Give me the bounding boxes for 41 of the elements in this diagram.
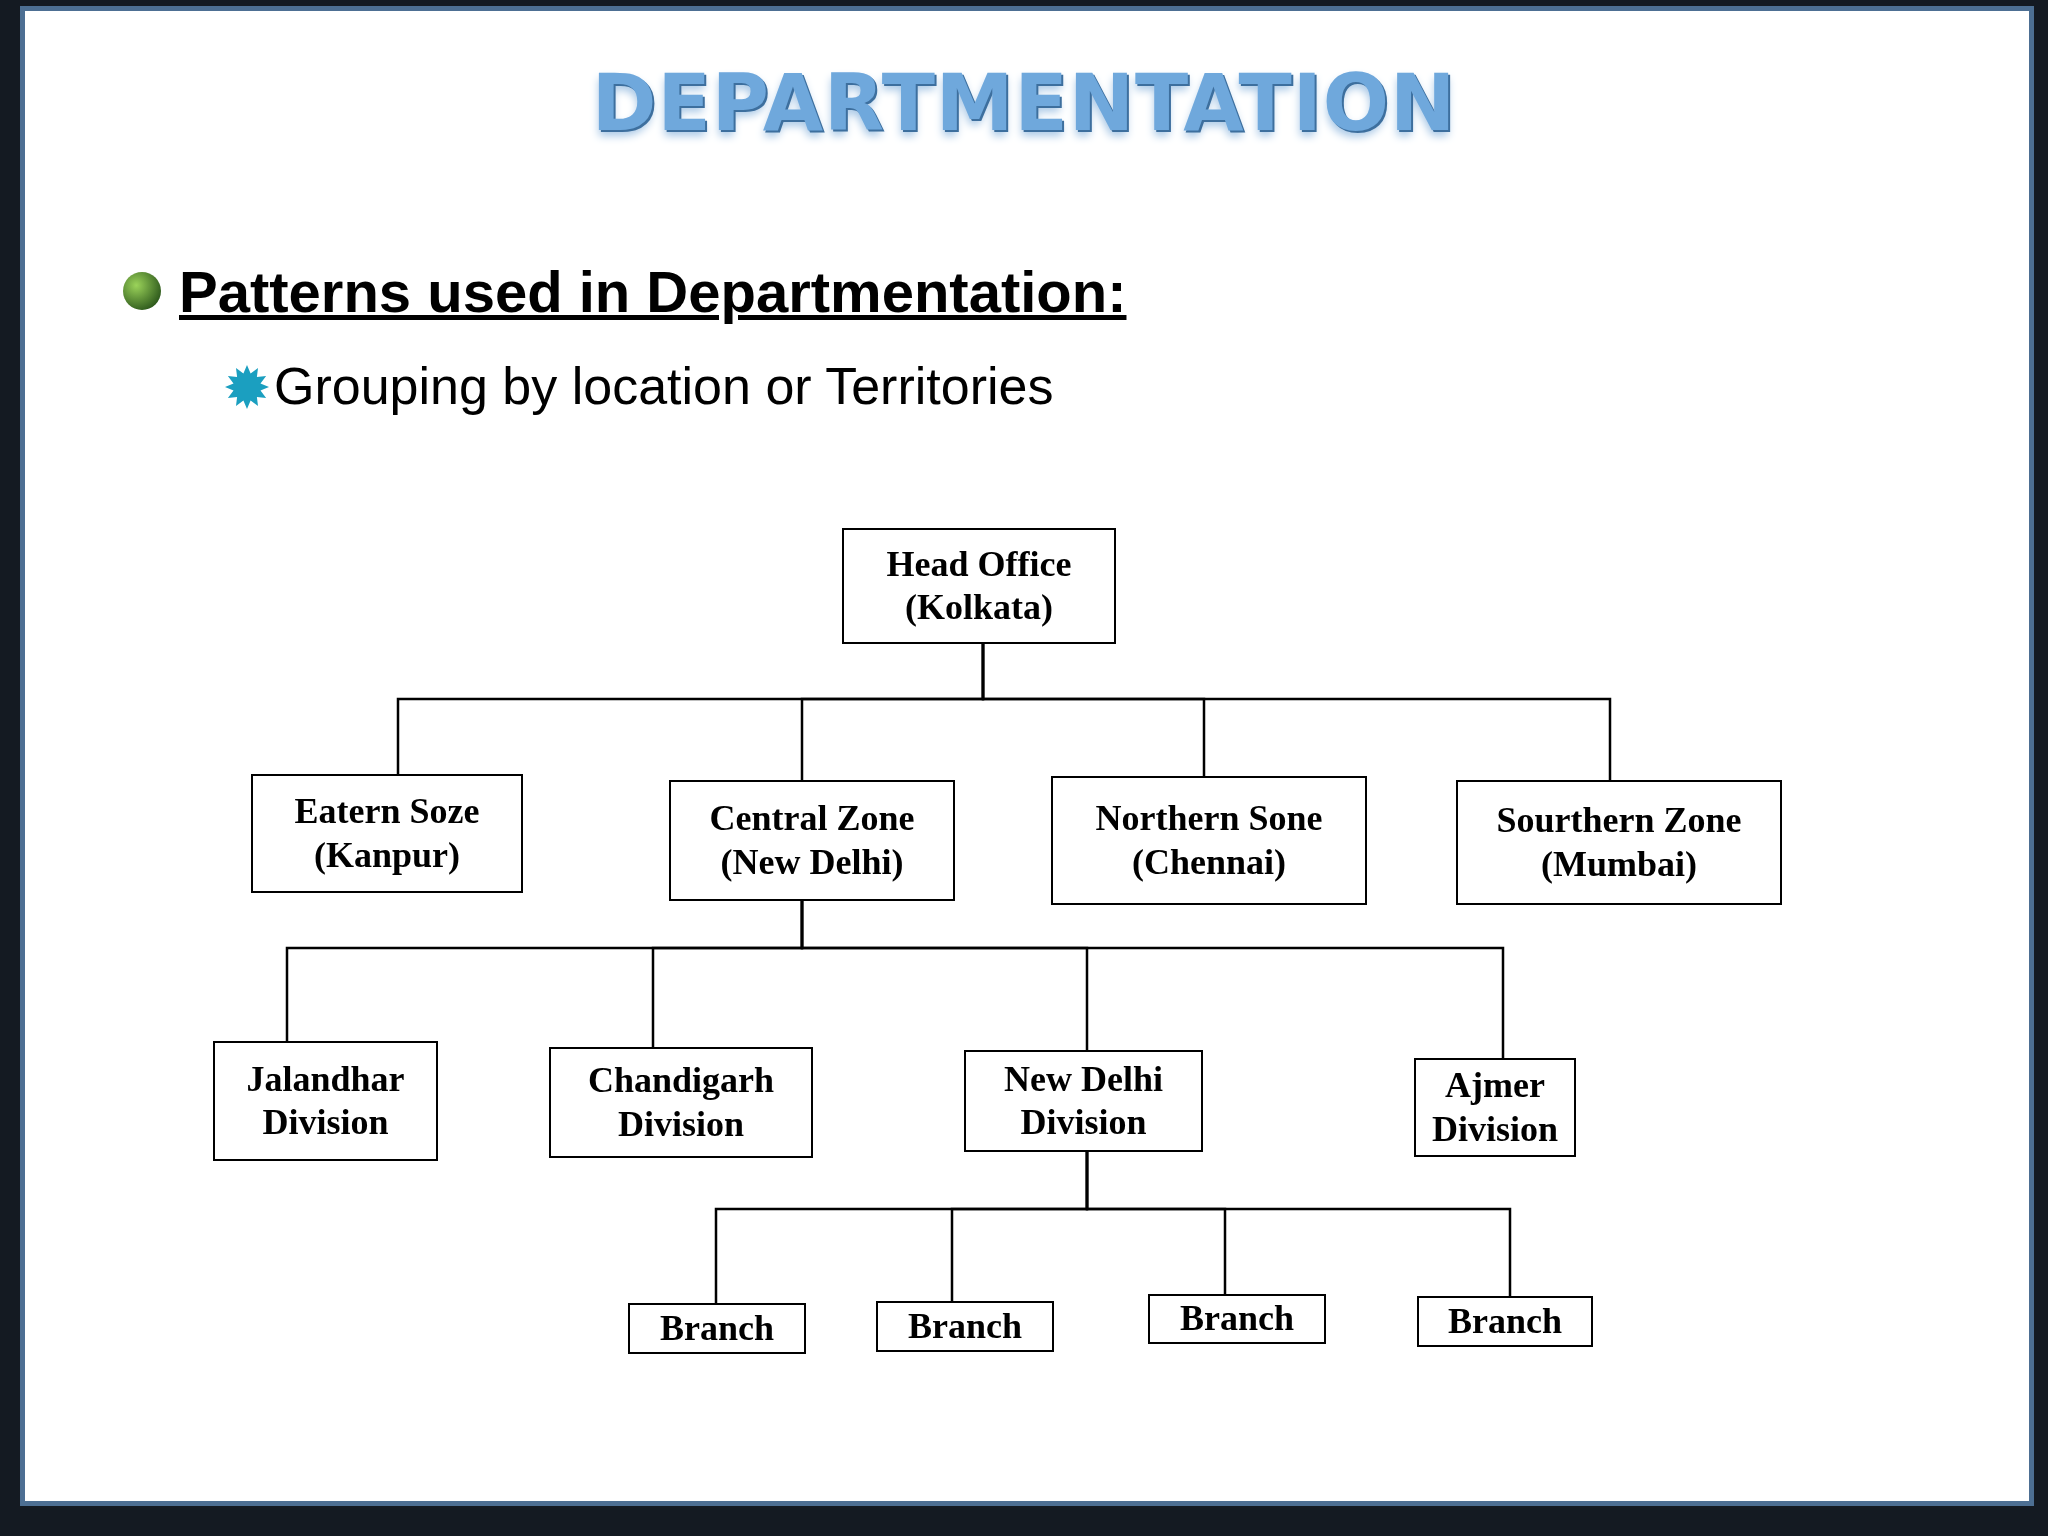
box-label: (Mumbai)	[1541, 842, 1697, 886]
box-label: New Delhi	[1004, 1057, 1163, 1101]
box-label: Sourthern Zone	[1496, 799, 1742, 843]
box-label: Branch	[660, 1306, 774, 1350]
box-label: (Kanpur)	[314, 833, 460, 877]
bullet-text: Grouping by location or Territories	[274, 356, 1054, 416]
box-label: Division	[617, 1102, 744, 1146]
org-box	[213, 1041, 438, 1161]
box-label: Division	[262, 1101, 389, 1144]
box-label: Division	[1431, 1107, 1558, 1151]
connector-line	[981, 644, 1612, 780]
org-box	[628, 1303, 806, 1354]
org-box	[1417, 1296, 1593, 1347]
slide-heading: Patterns used in Departmentation:	[179, 258, 1127, 325]
org-box	[876, 1301, 1054, 1352]
org-box	[1148, 1294, 1326, 1344]
box-label: Branch	[1448, 1299, 1562, 1343]
org-box	[1456, 780, 1782, 905]
box-label: (New Delhi)	[720, 840, 904, 884]
org-box	[1051, 776, 1367, 905]
connector-line	[800, 901, 1505, 1058]
box-label: Division	[1020, 1101, 1147, 1144]
box-label: (Kolkata)	[905, 586, 1053, 629]
slide-title: DEPARTMENTATION	[591, 58, 1457, 148]
box-label: Branch	[908, 1304, 1022, 1348]
box-label: Branch	[1180, 1297, 1294, 1341]
org-box	[964, 1050, 1203, 1152]
box-label: Northern Sone	[1095, 797, 1323, 841]
box-label: (Chennai)	[1132, 840, 1286, 884]
org-box	[669, 780, 955, 901]
box-label: Jalandhar	[246, 1057, 405, 1101]
connector-line	[1085, 1152, 1512, 1296]
box-label: Chandigarh	[587, 1059, 775, 1103]
org-box	[549, 1047, 813, 1158]
box-label: Central Zone	[709, 797, 915, 841]
org-box	[1414, 1058, 1576, 1157]
box-label: Head Office	[886, 542, 1072, 586]
box-label: Eatern Soze	[294, 790, 480, 834]
box-label: Ajmer	[1445, 1064, 1545, 1108]
org-box	[842, 528, 1116, 644]
org-box	[251, 774, 523, 893]
